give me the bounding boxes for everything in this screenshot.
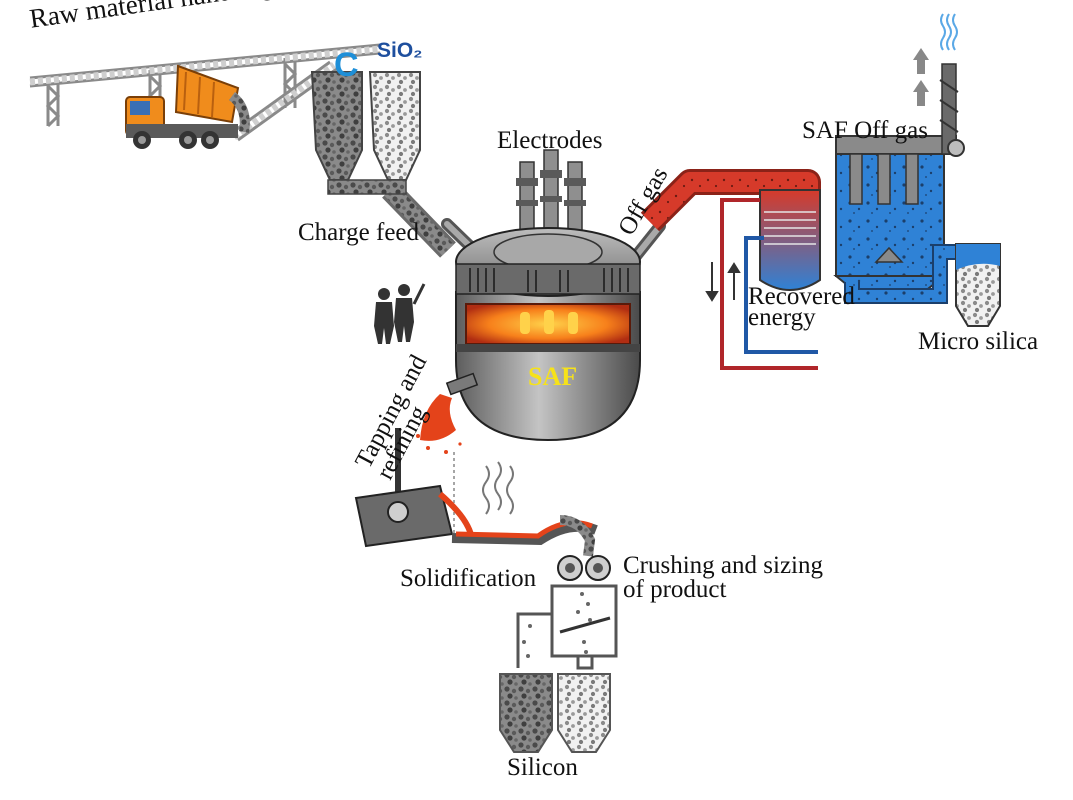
micro-silica-duct: [844, 244, 966, 304]
ladle: [354, 428, 475, 548]
heat-waves: [482, 461, 514, 515]
carbon-label: C: [334, 46, 359, 84]
micro-silica-label: Micro silica: [918, 328, 1039, 355]
saf-label: SAF: [528, 362, 578, 391]
crusher-rollers: [557, 555, 611, 581]
energy-loops: [720, 198, 818, 370]
up-arrow-icon: [913, 48, 929, 106]
charge-chutes: [441, 218, 666, 262]
solidification-tray: [451, 515, 598, 557]
clean-gas-waves: [940, 13, 958, 51]
charge-feed-label: Charge feed: [298, 219, 420, 246]
heat-exchanger: [759, 189, 821, 291]
silica-label: SiO₂: [377, 39, 423, 62]
electrodes-label: Electrodes: [497, 127, 603, 154]
micro-silica-silo: [955, 243, 1001, 327]
raw-material-hoppers: [310, 71, 456, 258]
flow-arrows: [705, 262, 741, 302]
tapping-stream: [416, 394, 462, 540]
conveyor-belt: [29, 45, 381, 140]
solidification-label: Solidification: [400, 565, 537, 592]
saf-off-gas-label: SAF Off gas: [802, 117, 928, 144]
workers-icon: [374, 283, 426, 344]
silicon-label: Silicon: [507, 754, 578, 781]
exhaust-stack: [939, 63, 965, 157]
submerged-arc-furnace: [445, 227, 641, 442]
product-silos: [499, 673, 611, 753]
crushing-sizing-label: Crushing and sizing of product: [623, 552, 823, 604]
falling-particles: [522, 592, 592, 658]
recovered-energy-label: Recovered energy: [748, 283, 855, 331]
sizing-screen: [516, 584, 618, 670]
dump-truck: [125, 64, 250, 149]
